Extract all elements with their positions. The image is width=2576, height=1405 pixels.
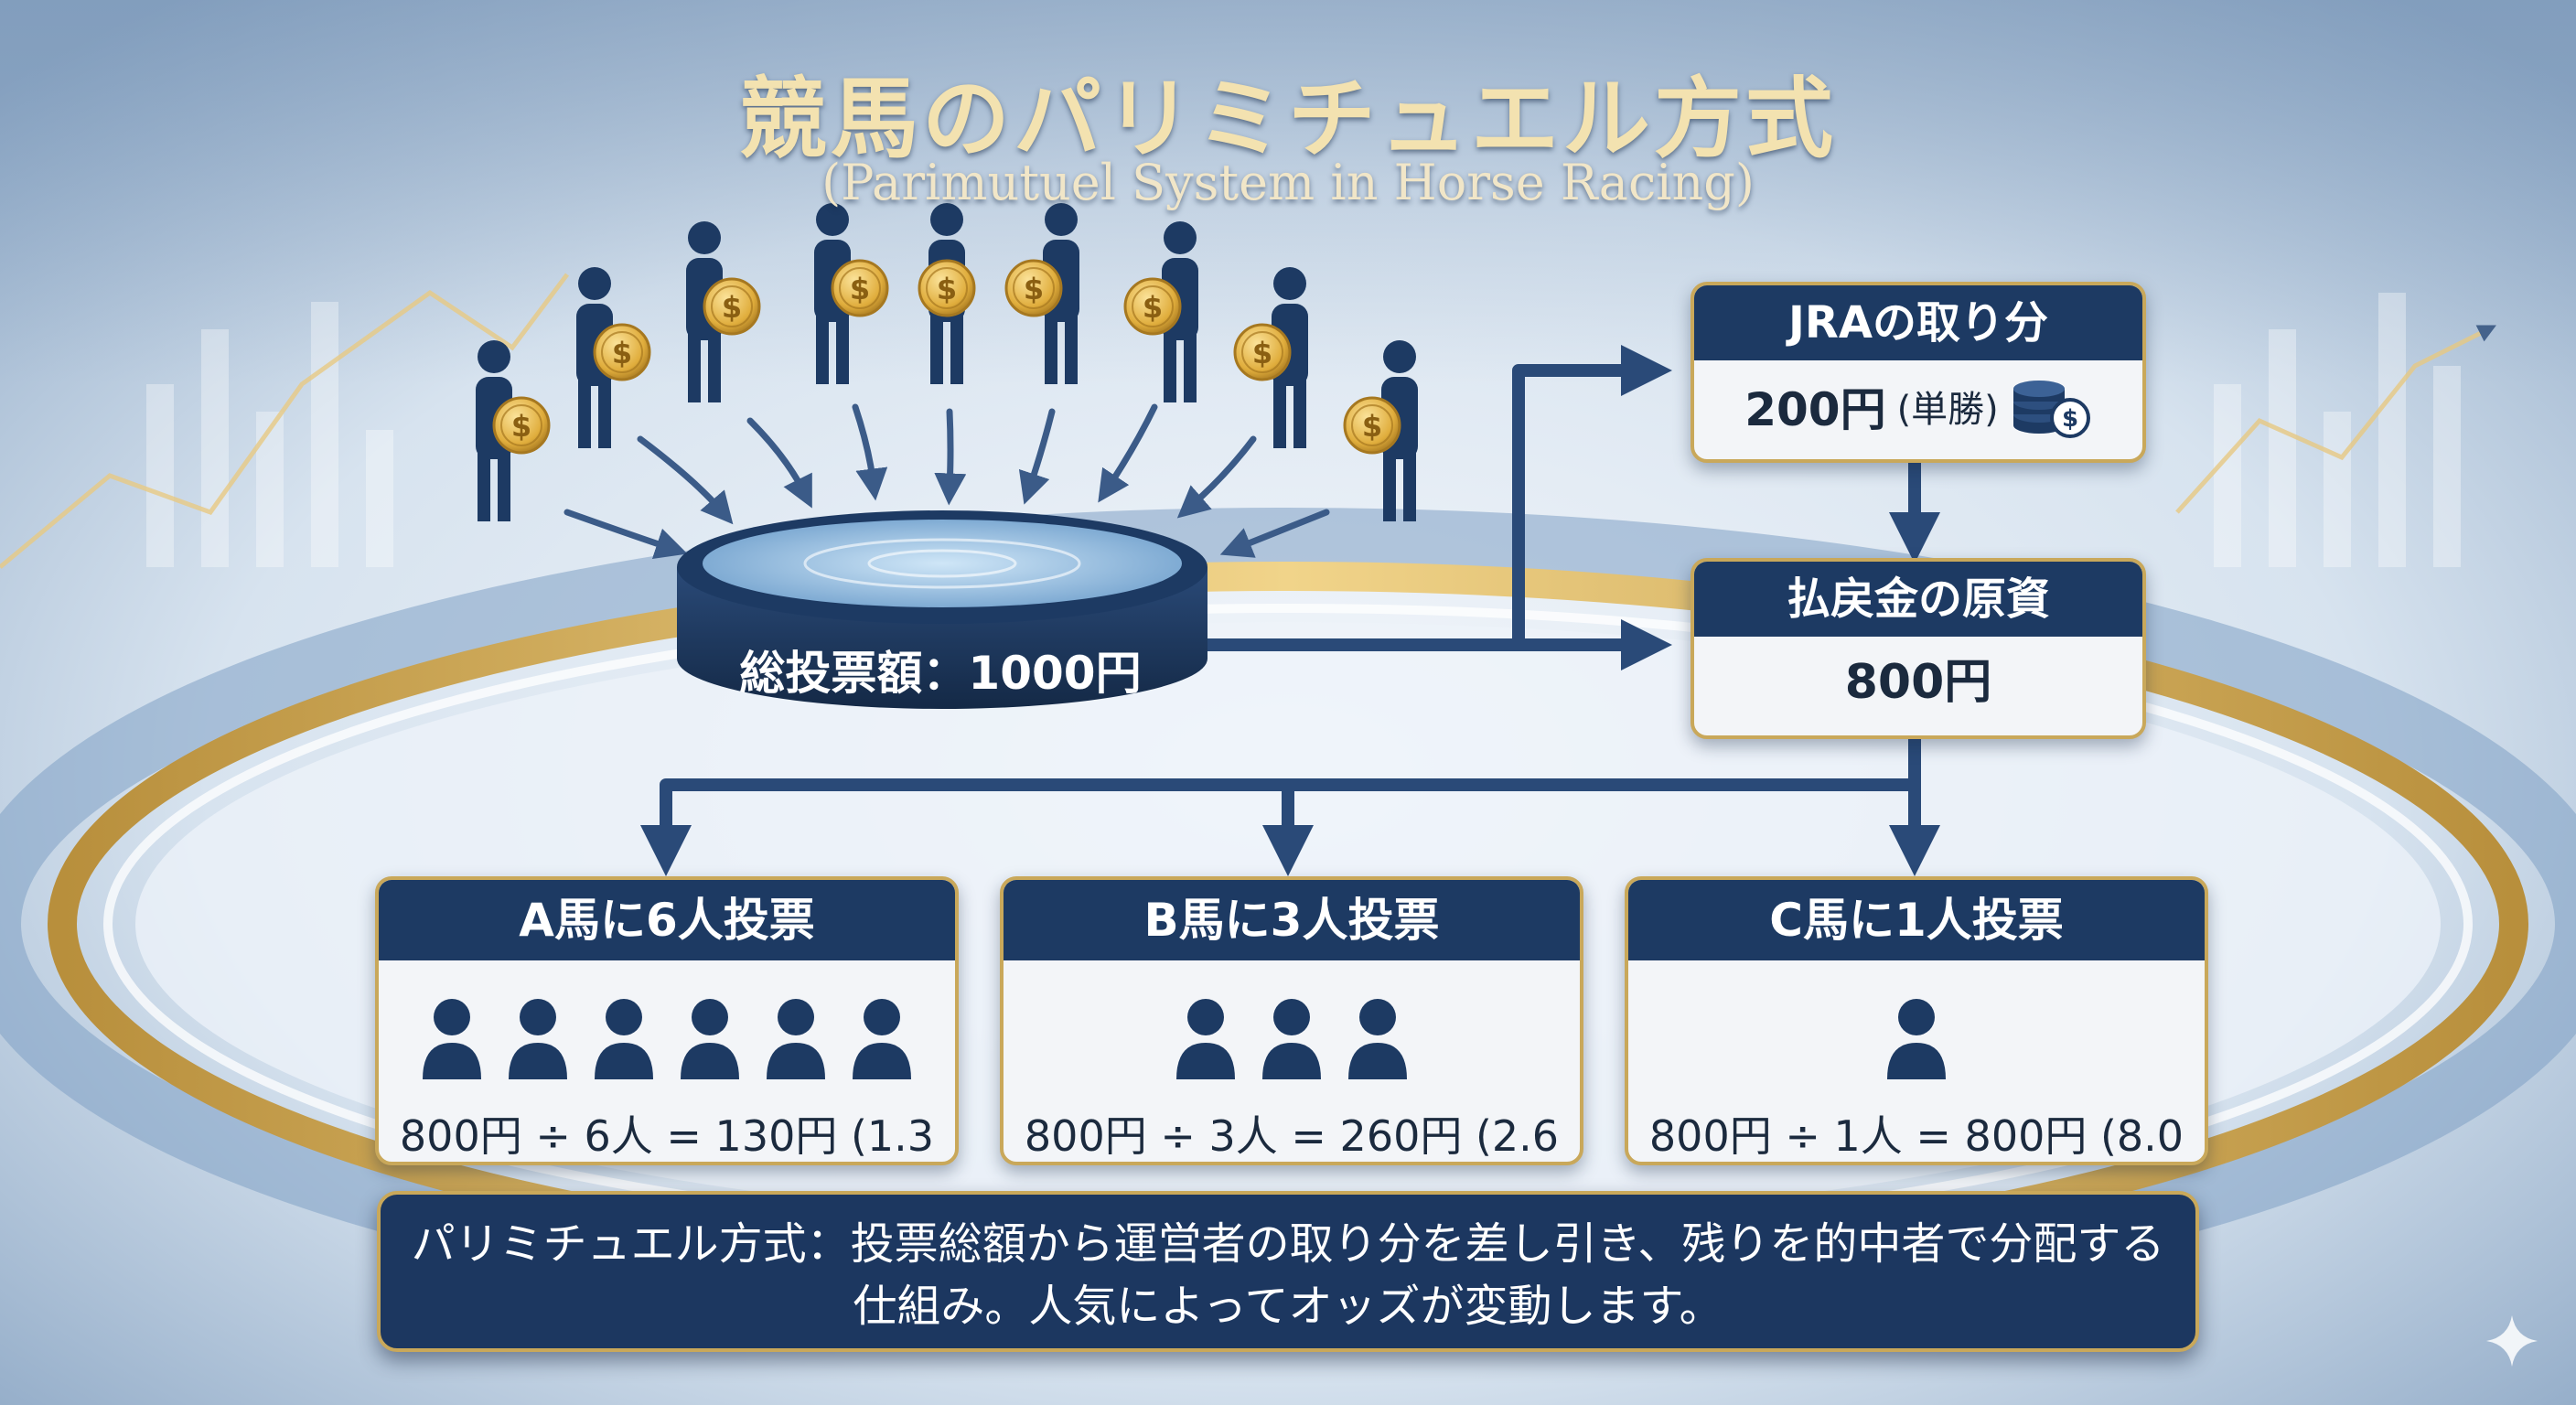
person-icon (1176, 999, 1235, 1079)
group-a-box: A馬に6人投票 800円 ÷ 6人 = 130円 (1.3倍) (375, 876, 959, 1165)
svg-text:$: $ (511, 409, 531, 444)
right-trend-line (2175, 325, 2496, 514)
right-bar-decoration (2214, 293, 2461, 567)
person-holding-coin-icon: $ (476, 340, 551, 521)
svg-text:$: $ (850, 272, 870, 306)
betting-pool (677, 510, 1208, 709)
page-subtitle: (Parimutuel System in Horse Racing) (821, 154, 1755, 211)
svg-text:$: $ (2062, 405, 2078, 433)
svg-text:$: $ (937, 272, 957, 306)
person-holding-coin-icon: $ (576, 267, 651, 448)
person-holding-coin-icon: $ (814, 203, 889, 384)
flow-arrows (640, 345, 1940, 876)
jra-share-box: JRAの取り分 200円 (単勝) $ (1690, 282, 2146, 463)
bettor-arrows (564, 403, 1330, 560)
sparkle-icon (2486, 1315, 2538, 1367)
group-b-header: B馬に3人投票 (1004, 880, 1580, 960)
pool-total-label: 総投票額：1000円 (739, 647, 1142, 700)
coin-stack-icon: $ (2012, 381, 2090, 438)
group-c-header: C馬に1人投票 (1628, 880, 2205, 960)
person-icon (423, 999, 481, 1079)
jra-share-amount: 200円 (1744, 383, 1886, 436)
group-b-box: B馬に3人投票 800円 ÷ 3人 = 260円 (2.6倍) (1000, 876, 1583, 1165)
person-icon (853, 999, 911, 1079)
person-icon (509, 999, 567, 1079)
person-holding-coin-icon: $ (1233, 267, 1308, 448)
group-c-voters (1628, 995, 2205, 1083)
svg-text:$: $ (1362, 409, 1382, 444)
payout-fund-header: 払戻金の原資 (1694, 562, 2142, 637)
summary-banner: パリミチュエル方式：投票総額から運営者の取り分を差し引き、残りを的中者で分配する… (377, 1191, 2199, 1352)
left-trend-line (0, 273, 569, 569)
bettors-group: $ $ $ $ $ $ $ $ $ (476, 203, 1418, 521)
jra-share-header: JRAの取り分 (1694, 285, 2142, 360)
person-icon (681, 999, 739, 1079)
svg-text:$: $ (1252, 336, 1272, 370)
group-a-voters (379, 995, 955, 1083)
person-holding-coin-icon: $ (1343, 340, 1418, 521)
group-a-formula: 800円 ÷ 6人 = 130円 (1.3倍) (399, 1111, 935, 1161)
person-holding-coin-icon: $ (1123, 221, 1198, 402)
group-a-header: A馬に6人投票 (379, 880, 955, 960)
person-holding-coin-icon: $ (686, 221, 761, 402)
person-icon (767, 999, 825, 1079)
person-icon (595, 999, 653, 1079)
person-icon (1262, 999, 1321, 1079)
person-icon (1887, 999, 1946, 1079)
group-c-box: C馬に1人投票 800円 ÷ 1人 = 800円 (8.0倍) (1625, 876, 2208, 1165)
jra-share-body: 200円 (単勝) $ (1694, 360, 2142, 452)
payout-fund-box: 払戻金の原資 800円 (1690, 558, 2146, 739)
person-holding-coin-icon: $ (1004, 203, 1079, 384)
left-bar-decoration (146, 302, 393, 567)
svg-text:$: $ (1024, 272, 1044, 306)
svg-text:$: $ (612, 336, 632, 370)
summary-line-1: パリミチュエル方式：投票総額から運営者の取り分を差し引き、残りを的中者で分配する (411, 1218, 2165, 1270)
person-holding-coin-icon: $ (918, 203, 976, 384)
summary-line-2: 仕組み。人気によってオッズが変動します。 (853, 1281, 1723, 1332)
jra-share-note: (単勝) (1896, 389, 1999, 431)
svg-text:$: $ (722, 290, 742, 325)
payout-fund-amount: 800円 (1844, 655, 1992, 710)
page-title: 競馬のパリミチュエル方式 (739, 67, 1837, 170)
group-b-voters (1004, 995, 1580, 1083)
person-icon (1348, 999, 1407, 1079)
group-b-formula: 800円 ÷ 3人 = 260円 (2.6倍) (1024, 1111, 1560, 1161)
group-c-formula: 800円 ÷ 1人 = 800円 (8.0倍) (1648, 1111, 2184, 1161)
svg-text:$: $ (1143, 290, 1163, 325)
